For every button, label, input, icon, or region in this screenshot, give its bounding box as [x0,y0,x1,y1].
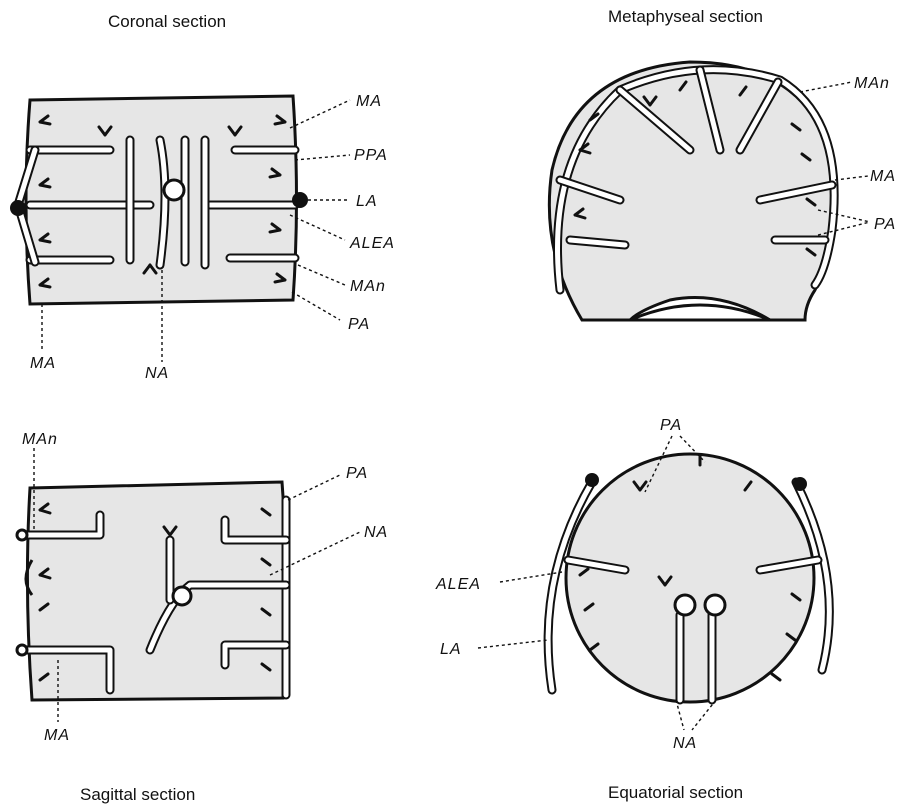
equatorial-label-na: NA [673,735,697,752]
metaphyseal-label-pa: PA [874,216,896,233]
sagittal-upper-man-ring [17,530,27,540]
coronal-right-la-dot [292,192,308,208]
sagittal-label-ma: MA [44,727,70,744]
coronal-label-na: NA [145,365,169,382]
coronal-label-man: MAn [350,278,386,295]
equatorial-left-la-dot [585,473,599,487]
equatorial-epiphysis [566,454,814,702]
equatorial-label-pa: PA [660,417,682,434]
equatorial-left-coil [675,595,695,615]
coronal-coil [164,180,184,200]
coronal-title: Coronal section [108,12,226,31]
coronal-label-la: LA [356,193,378,210]
coronal-label-ppa: PPA [354,147,388,164]
equatorial-label-la: LA [440,641,462,658]
metaphyseal-label-ma: MA [870,168,896,185]
sagittal-section-panel: Sagittal section MAn PA NA MA [17,431,388,804]
metaphyseal-section-panel: Metaphyseal section MAn MA PA [549,7,896,320]
equatorial-section-panel: Equatorial section PA ALEA LA NA [435,417,829,802]
sagittal-label-man: MAn [22,431,58,448]
coronal-label-ma: MA [356,93,382,110]
equatorial-right-coil [705,595,725,615]
coronal-label-alea: ALEA [349,235,395,252]
metaphyseal-title: Metaphyseal section [608,7,763,26]
sagittal-title: Sagittal section [80,785,195,804]
sagittal-lower-man-ring [17,645,27,655]
equatorial-right-la-dot [793,477,807,491]
sagittal-label-pa: PA [346,465,368,482]
sagittal-coil [173,587,191,605]
equatorial-label-alea: ALEA [435,576,481,593]
sagittal-epiphysis [27,482,286,700]
coronal-label-ma-bottom: MA [30,355,56,372]
coronal-label-pa: PA [348,316,370,333]
coronal-left-la-dot [10,200,26,216]
metaphyseal-label-man: MAn [854,75,890,92]
sagittal-label-na: NA [364,524,388,541]
coronal-section-panel: Coronal section [10,12,395,382]
equatorial-title: Equatorial section [608,783,743,802]
